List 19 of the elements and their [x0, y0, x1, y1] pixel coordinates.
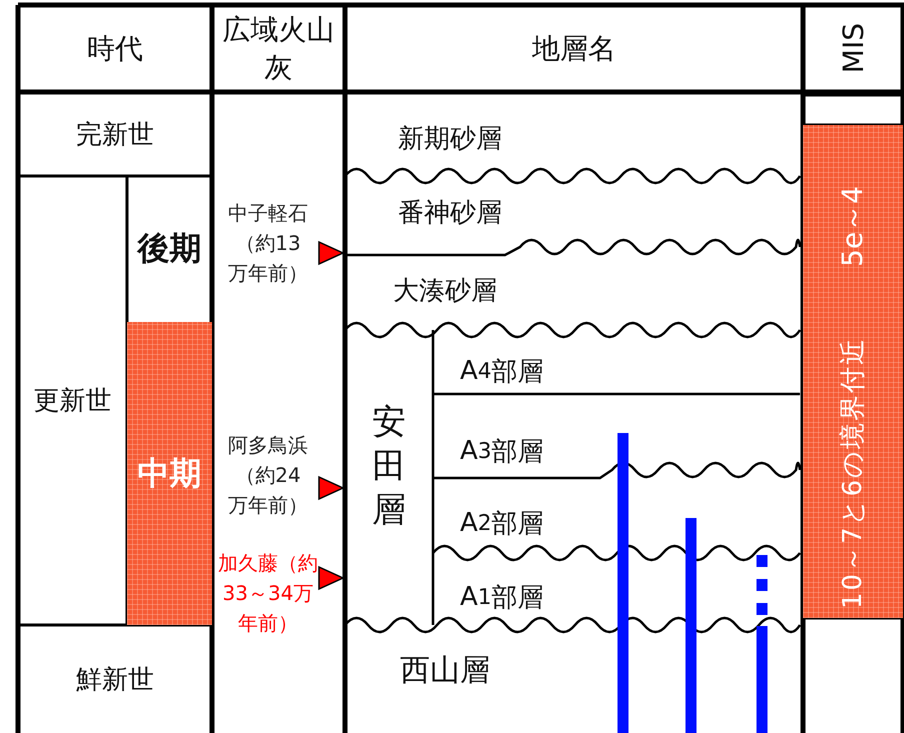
formation-name: 番神砂層 — [345, 182, 555, 242]
epoch-label: 更新世 — [18, 176, 127, 625]
epoch-label: 完新世 — [18, 92, 212, 176]
column-heading: 地層名 — [345, 5, 803, 92]
stage-cell: 中期 — [127, 322, 212, 625]
tephra-label: 加久藤（約33～34万年前） — [218, 550, 318, 637]
formation-name: 大湊砂層 — [345, 260, 545, 320]
stage-label: 後期 — [127, 176, 212, 322]
tephra-label: 阿多鳥浜（約24万年前） — [227, 432, 309, 519]
formation-name: 安田層 — [371, 401, 407, 532]
column-heading: 広域火山灰 — [212, 5, 345, 92]
stage-cell: 10～7と6の境界付近 — [803, 328, 903, 618]
stage-cell: 5e～4 — [803, 125, 903, 328]
column-heading: 時代 — [18, 5, 212, 92]
formation-name: 新期砂層 — [345, 108, 555, 168]
epoch-label: 鮮新世 — [18, 625, 212, 733]
tephra-label: 中子軽石（約13万年前） — [227, 200, 309, 287]
column-heading: MIS — [803, 5, 903, 92]
formation-name: 西山層 — [345, 640, 545, 700]
